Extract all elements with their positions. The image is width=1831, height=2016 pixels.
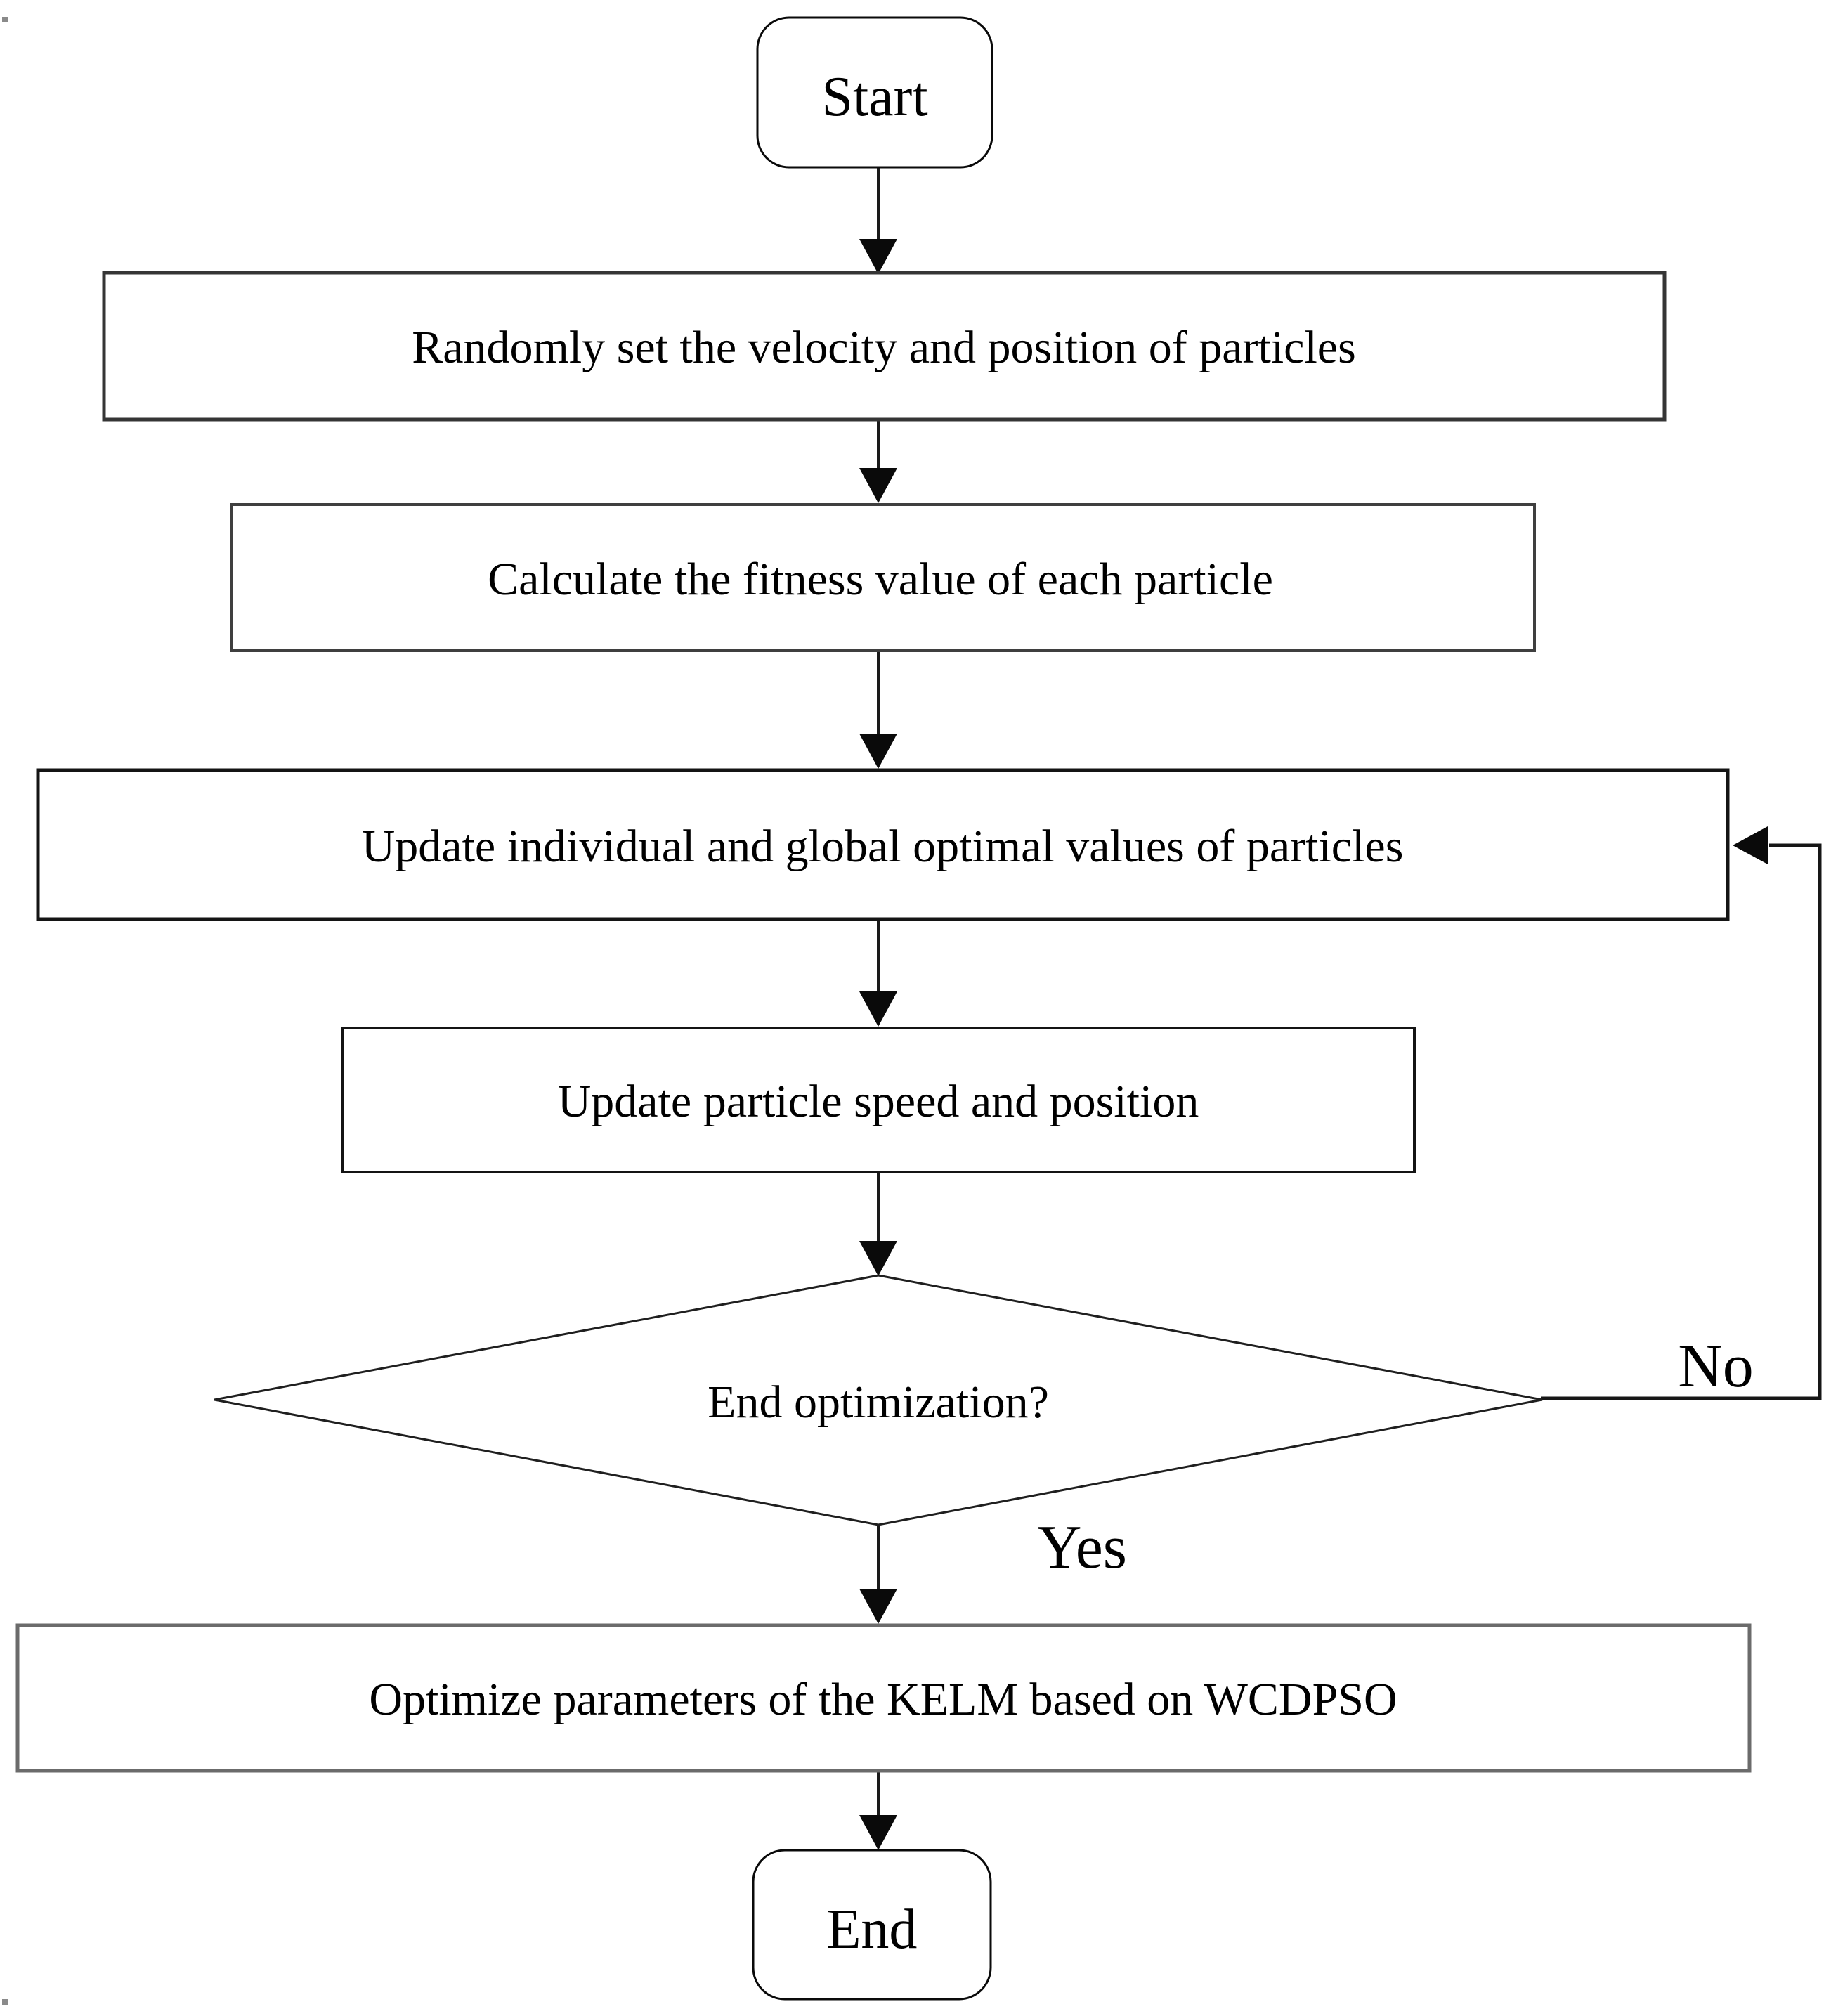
optimize-kelm-label: Optimize parameters of the KELM based on… [369,1674,1397,1725]
no-branch-label: No [1678,1332,1754,1400]
start-label: Start [821,66,927,128]
set-velocity-position-label: Randomly set the velocity and position o… [412,322,1356,373]
arrowhead-decision-yes-to-optimize [859,1589,897,1624]
end-label: End [827,1899,918,1960]
arrowhead-update-speed-to-decision [859,1241,897,1276]
page-margin-dot-bottom [2,1999,8,2005]
node-update-speed-position [341,1027,1416,1173]
update-speed-position-label: Update particle speed and position [558,1076,1199,1127]
node-optimize-kelm [15,1623,1752,1773]
calculate-fitness-label: Calculate the fitness value of each part… [488,554,1273,605]
node-calculate-fitness [230,503,1536,652]
page-margin-dot-top [2,17,8,22]
yes-branch-label: Yes [1037,1514,1127,1582]
edge-decision-no-feedback [1541,843,1822,1400]
node-set-velocity-position [102,271,1667,422]
node-end [752,1849,992,2001]
update-optimal-values-label: Update individual and global optimal val… [362,821,1404,872]
arrowhead-start-to-set-velocity [859,239,897,274]
node-update-optimal-values [36,768,1730,921]
arrowhead-set-velocity-to-fitness [859,468,897,503]
node-start [756,16,993,169]
arrowhead-fitness-to-update-optimal [859,734,897,769]
arrowhead-decision-no-feedback [1733,826,1768,864]
node-end-optimization-decision [214,1274,1543,1526]
arrowhead-optimize-to-end [859,1815,897,1850]
end-optimization-label: End optimization? [708,1377,1049,1428]
arrowhead-update-optimal-to-update-speed [859,991,897,1027]
